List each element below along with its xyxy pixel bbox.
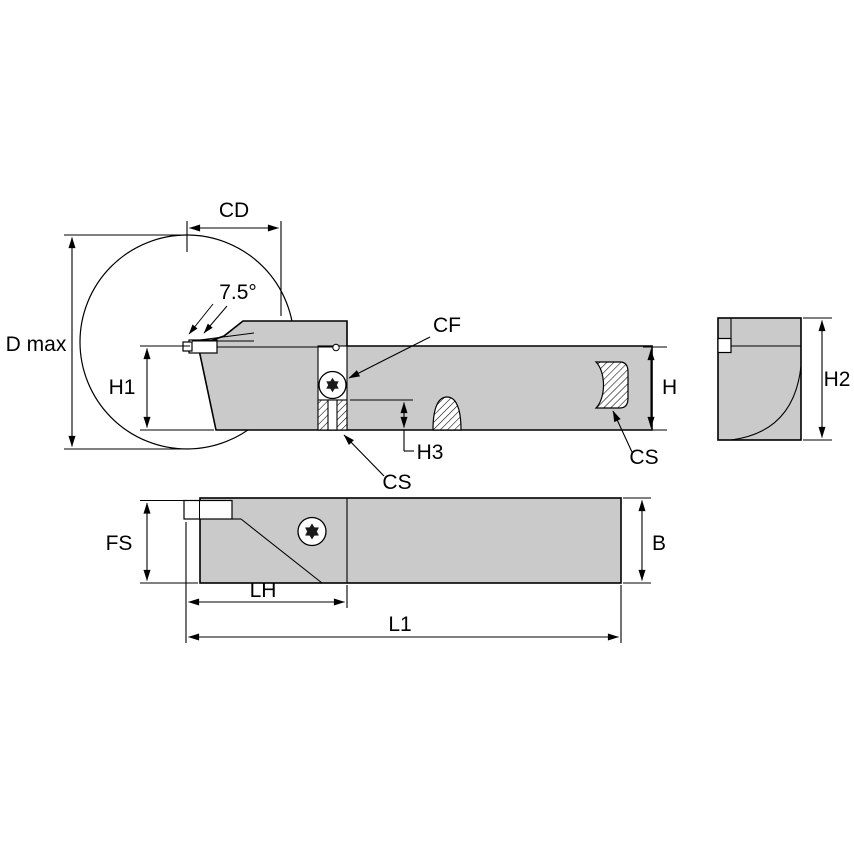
top-head-chamfer: [240, 518, 323, 584]
angle-leader-1: [188, 303, 214, 335]
h3-label: H3: [417, 441, 444, 464]
dim-lh-l1: [185, 522, 622, 643]
end-body: [717, 317, 802, 441]
side-body: [197, 320, 653, 431]
cs-end-label: CS: [629, 446, 658, 469]
dim-cd: [186, 221, 282, 316]
dim-h1: [140, 345, 214, 431]
end-insert: [717, 337, 732, 354]
dim-d-max: [64, 234, 188, 450]
dim-h3: [350, 399, 414, 452]
coolant-dot: [332, 343, 340, 352]
center-hole-section: [432, 396, 462, 431]
dim-h2: [803, 317, 832, 441]
view-end: [717, 317, 802, 441]
labels: D max CD 7.5° H1 CF H3 CS H CS H2 FS LH …: [6, 199, 851, 636]
end-radius-curve: [730, 365, 802, 441]
insert-side: [188, 339, 218, 354]
h1-label: H1: [109, 376, 136, 399]
dim-h: [643, 346, 667, 431]
dim-fs: [140, 499, 198, 584]
angle-leader-2: [203, 305, 228, 334]
cs-end-leader: [612, 410, 633, 453]
h-label: H: [662, 376, 677, 399]
clamp-screw-shank: [327, 399, 338, 431]
view-side: [79, 234, 653, 450]
dim-b: [623, 497, 651, 584]
view-top: [183, 497, 622, 584]
angle-slope-line: [191, 332, 255, 342]
cs-clamp-label: CS: [382, 471, 411, 494]
angle-annotation: [188, 303, 255, 342]
l1-label: L1: [388, 613, 411, 636]
end-screw-section: [594, 361, 629, 409]
top-insert: [183, 499, 233, 520]
d-max-label: D max: [6, 333, 67, 356]
cf-leader: [348, 336, 431, 379]
fs-label: FS: [106, 532, 133, 555]
lh-label: LH: [250, 579, 277, 602]
leader-lines: [343, 336, 633, 477]
cs-clamp-leader: [343, 434, 385, 477]
top-body: [199, 497, 622, 584]
cd-label: CD: [219, 199, 249, 222]
h2-label: H2: [824, 368, 851, 391]
b-label: B: [652, 532, 666, 555]
angle-label: 7.5°: [219, 281, 257, 304]
cf-label: CF: [433, 314, 461, 337]
